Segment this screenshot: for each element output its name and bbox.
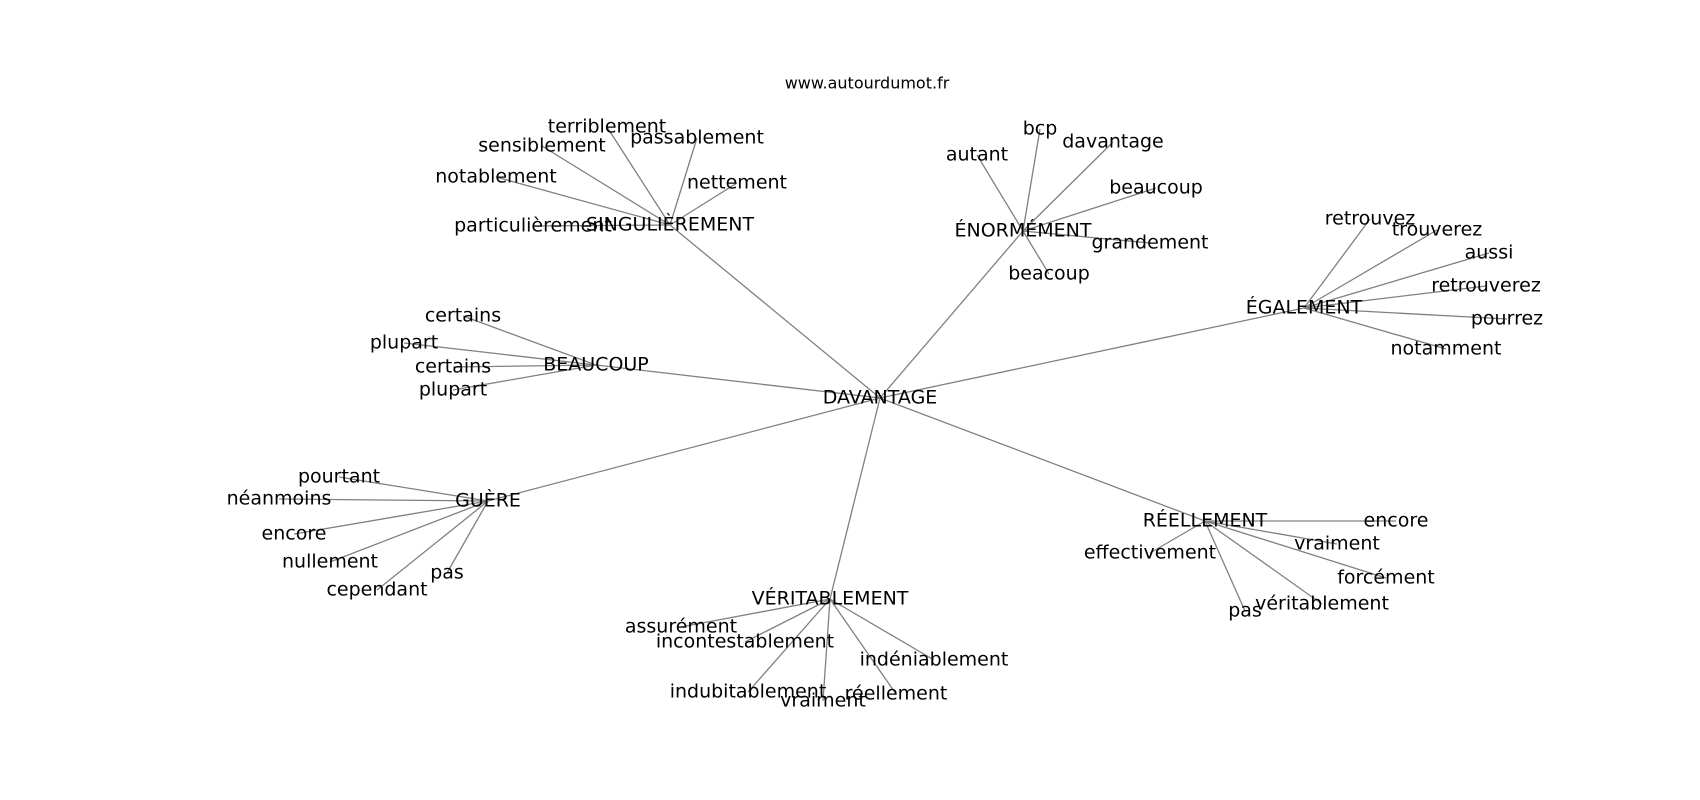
edge-center-guere [487,397,881,502]
edge-enormement-leaf-0 [1022,128,1041,232]
leaf-label-reellement-2: vraiment [1294,533,1380,555]
leaf-label-guere-3: nullement [282,551,378,573]
leaf-label-veritablement-4: vraiment [780,690,866,712]
center-label: DAVANTAGE [823,387,938,409]
edge-guere-leaf-0 [338,476,489,502]
labels-layer: www.autourdumot.fr terriblementpassablem… [227,74,1544,712]
edge-singulierement-leaf-4 [669,182,738,226]
edge-veritablement-leaf-5 [829,598,897,695]
edge-reellement-leaf-4 [1204,520,1323,605]
hub-label-singulierement: SINGULIÈREMENT [586,213,755,236]
edge-veritablement-leaf-2 [829,598,935,661]
edge-reellement-leaf-5 [1204,520,1246,612]
edge-egalement-leaf-1 [1303,229,1438,309]
leaf-label-reellement-1: effectivement [1084,542,1216,564]
edge-reellement-leaf-1 [1149,520,1206,554]
edge-egalement-leaf-2 [1303,252,1490,309]
edge-egalement-leaf-5 [1303,307,1447,350]
leaf-label-singulierement-5: particulièrement [454,215,612,237]
leaf-label-singulierement-1: passablement [630,127,764,149]
edge-center-beaucoup [595,364,881,399]
edge-beaucoup-leaf-0 [462,315,597,366]
hub-label-reellement: RÉELLEMENT [1143,509,1268,532]
leaf-label-singulierement-3: notablement [435,166,556,188]
edge-veritablement-leaf-4 [822,598,831,702]
edge-guere-leaf-2 [293,500,489,535]
edge-enormement-leaf-2 [1022,141,1114,232]
edge-veritablement-leaf-3 [747,598,831,693]
edge-reellement-leaf-2 [1204,520,1338,545]
leaf-label-reellement-4: véritablement [1255,593,1389,615]
leaf-label-singulierement-2: sensiblement [478,135,606,157]
leaf-label-egalement-0: retrouvez [1325,208,1416,230]
edge-beaucoup-leaf-3 [452,364,597,391]
edge-beaucoup-leaf-2 [452,364,597,368]
leaf-label-beaucoup-2: certains [415,356,491,378]
leaf-label-veritablement-0: assurément [625,616,737,638]
edge-singulierement-leaf-2 [541,145,671,226]
edge-singulierement-leaf-5 [532,224,671,227]
leaf-label-veritablement-3: indubitablement [670,681,827,703]
leaf-label-singulierement-4: nettement [687,172,787,194]
edge-beaucoup-leaf-1 [403,342,597,366]
edge-guere-leaf-4 [376,500,489,591]
leaf-label-egalement-2: aussi [1465,242,1514,264]
leaf-label-guere-5: pas [430,562,464,584]
edge-center-singulierement [669,224,881,399]
leaf-label-reellement-5: pas [1228,600,1262,622]
edge-center-reellement [879,397,1206,522]
edges-layer [278,126,1508,702]
leaf-label-enormement-0: bcp [1023,118,1058,140]
hub-label-veritablement: VÉRITABLEMENT [752,587,909,610]
hub-label-beaucoup: BEAUCOUP [543,354,649,376]
leaf-label-beaucoup-1: plupart [370,332,438,354]
leaf-label-veritablement-2: indéniablement [860,649,1009,671]
edge-egalement-leaf-4 [1303,307,1508,320]
hub-label-guere: GUÈRE [455,489,521,512]
edge-guere-leaf-1 [278,498,489,502]
edge-center-veritablement [829,397,881,600]
edge-reellement-leaf-3 [1204,520,1387,579]
edge-enormement-leaf-5 [1022,230,1050,275]
edge-singulierement-leaf-1 [669,137,698,226]
edge-guere-leaf-3 [329,500,489,563]
leaf-label-egalement-5: notamment [1391,338,1502,360]
leaf-label-enormement-4: grandement [1092,232,1209,254]
edge-enormement-leaf-1 [976,154,1024,232]
edge-guere-leaf-5 [446,500,489,574]
leaf-label-enormement-1: autant [946,144,1008,166]
edge-egalement-leaf-3 [1303,285,1487,309]
leaf-label-enormement-5: beacoup [1008,263,1090,285]
hub-label-egalement: ÉGALEMENT [1246,296,1363,319]
site-label: www.autourdumot.fr [785,74,950,93]
leaf-label-beaucoup-0: certains [425,305,501,327]
leaf-label-egalement-4: pourrez [1471,308,1543,330]
edge-singulierement-leaf-3 [495,176,671,226]
leaf-label-veritablement-1: incontestablement [656,631,834,653]
leaf-label-guere-2: encore [262,523,327,545]
edge-singulierement-leaf-0 [606,126,671,226]
leaf-label-enormement-2: davantage [1062,131,1163,153]
edge-egalement-leaf-0 [1303,218,1371,309]
leaf-label-veritablement-5: réellement [845,683,948,705]
leaf-label-egalement-1: trouverez [1392,219,1483,241]
leaf-label-reellement-0: encore [1364,510,1429,532]
leaf-label-enormement-3: beaucoup [1109,177,1203,199]
leaf-label-guere-0: pourtant [298,466,380,488]
leaf-label-beaucoup-3: plupart [419,379,487,401]
edge-center-egalement [879,307,1305,399]
edge-center-enormement [879,230,1024,399]
edge-veritablement-leaf-0 [680,598,831,628]
leaf-label-guere-4: cependant [326,579,427,601]
leaf-label-egalement-3: retrouverez [1431,275,1541,297]
edge-enormement-leaf-3 [1022,187,1157,232]
leaf-label-guere-1: néanmoins [227,488,332,510]
leaf-label-singulierement-0: terriblement [548,116,666,138]
edge-veritablement-leaf-1 [744,598,831,643]
edge-enormement-leaf-4 [1022,230,1151,244]
hub-label-enormement: ÉNORMÉMENT [955,219,1092,242]
leaf-label-reellement-3: forcément [1337,567,1435,589]
